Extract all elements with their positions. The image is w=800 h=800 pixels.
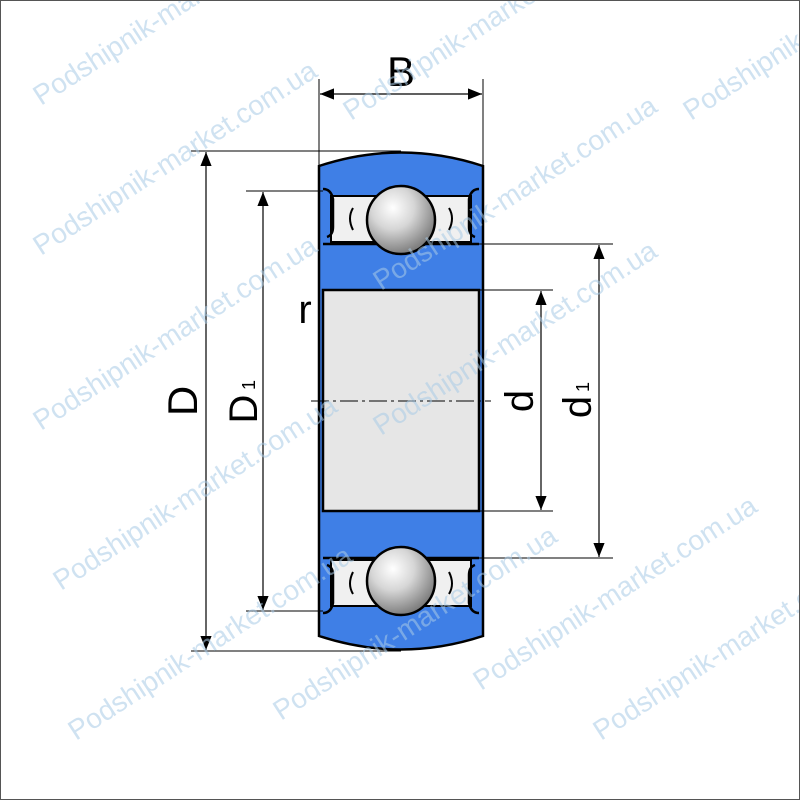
label-D-group: D: [159, 386, 206, 416]
dimension-lines: [200, 88, 605, 650]
label-d1-group: d 1: [556, 382, 600, 418]
watermark: Podshipnik-market.com.ua: [62, 539, 357, 746]
extension-lines: [191, 79, 613, 652]
watermark: Podshipnik-market.com.ua: [47, 389, 342, 596]
label-d-group: d: [498, 390, 542, 412]
label-B: B: [387, 48, 415, 95]
label-D1: D: [222, 395, 266, 424]
lower-ball: [365, 545, 437, 617]
label-D: D: [159, 386, 206, 416]
label-r: r: [298, 288, 311, 332]
label-d1-sub: 1: [573, 382, 593, 392]
label-d1: d: [556, 396, 600, 418]
label-D1-group: D 1: [222, 380, 266, 423]
upper-ball: [365, 184, 437, 256]
watermark: Podshipnik-market.com.ua: [677, 1, 800, 126]
label-D1-sub: 1: [239, 380, 259, 390]
watermark: Podshipnik-market.com.ua: [337, 1, 632, 126]
label-d: d: [498, 390, 542, 412]
